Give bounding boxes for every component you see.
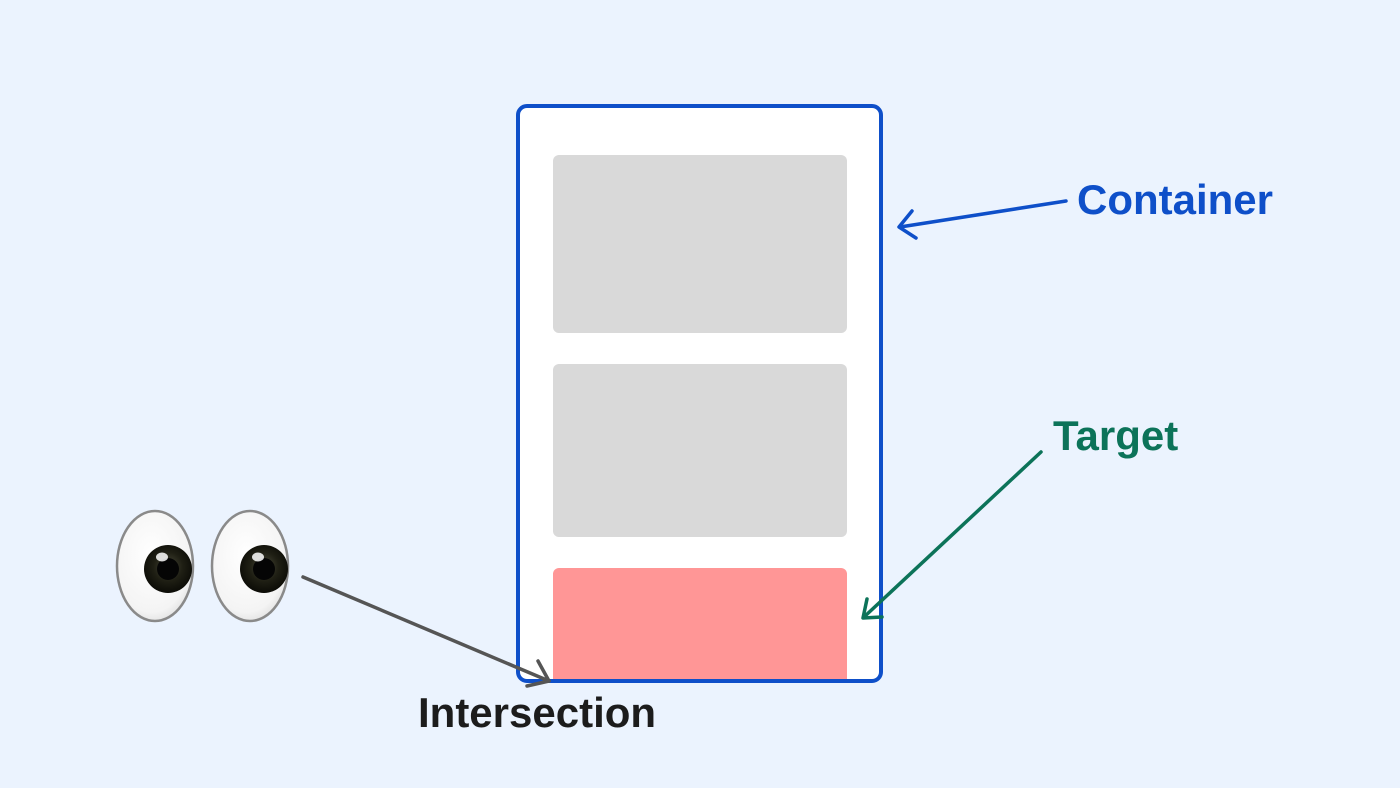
container-box (516, 104, 883, 683)
container-label: Container (1077, 176, 1273, 223)
placeholder-card-1 (553, 155, 847, 333)
container-arrow (897, 199, 1068, 240)
eyes-icon (115, 509, 290, 623)
right-eye-icon (210, 509, 290, 623)
intersection-arrow (301, 575, 551, 688)
left-eye-icon (115, 509, 195, 623)
container-border (516, 104, 883, 683)
intersection-label: Intersection (418, 689, 656, 736)
target-label: Target (1053, 412, 1178, 459)
target-element (553, 568, 847, 681)
placeholder-card-2 (553, 364, 847, 537)
target-arrow (861, 450, 1043, 620)
